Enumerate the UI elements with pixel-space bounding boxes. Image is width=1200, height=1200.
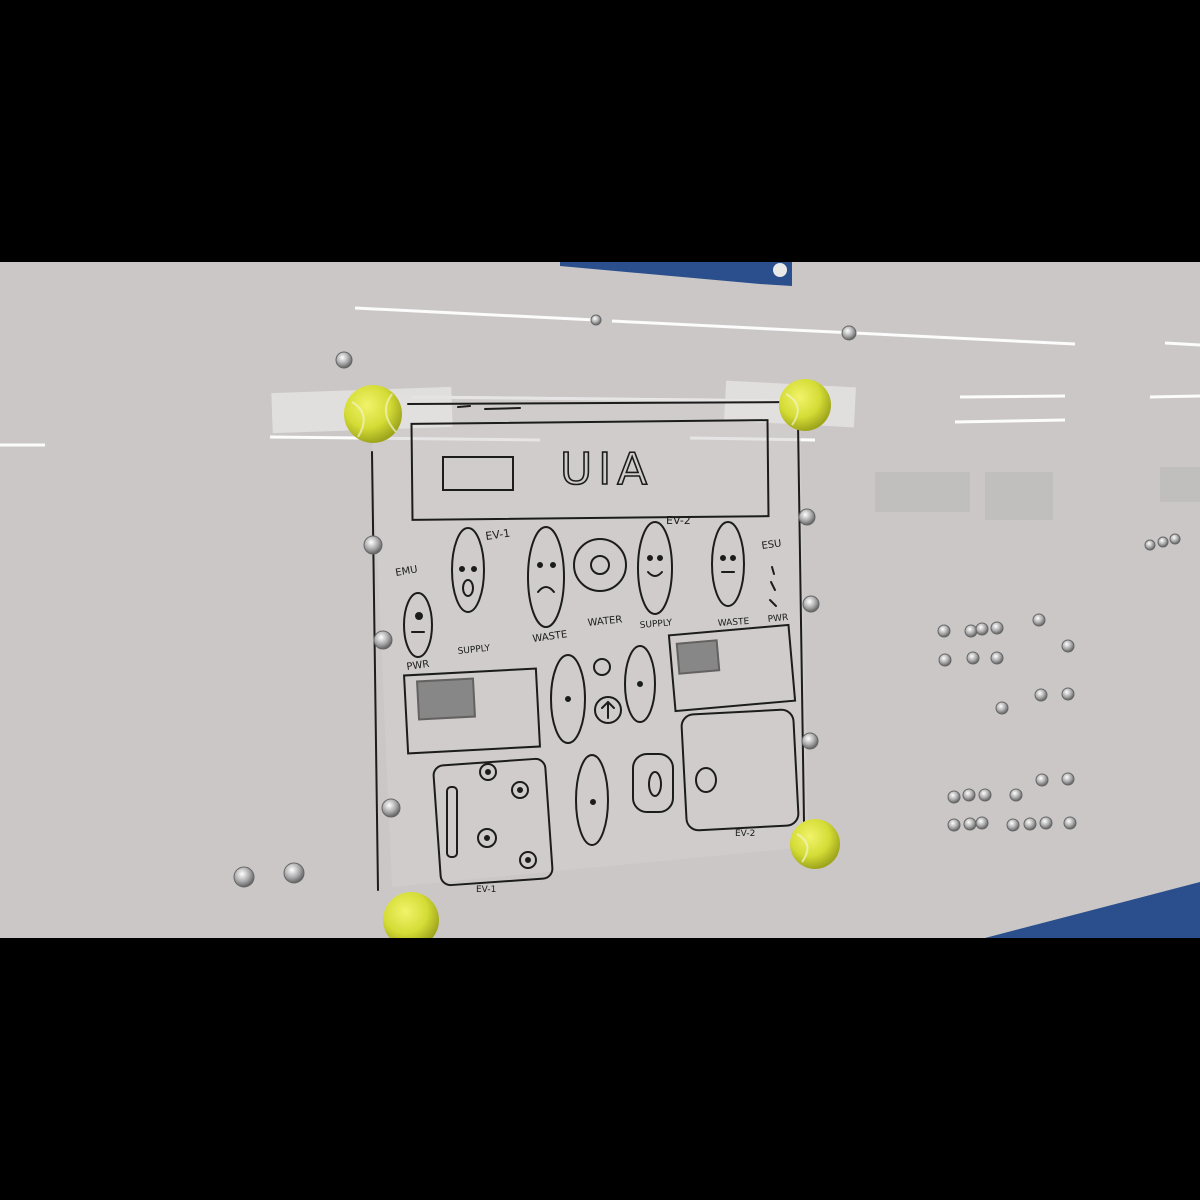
ev2-bottom-label: EV-2 bbox=[735, 829, 755, 839]
water-label: WATER bbox=[587, 614, 623, 629]
bottom-right-pod bbox=[632, 753, 674, 813]
ui-sketch bbox=[371, 401, 805, 891]
tennis-ball-icon bbox=[790, 819, 840, 869]
logo-placeholder bbox=[442, 456, 514, 491]
faint-ghosting bbox=[875, 467, 1200, 520]
blue-frame-bottom bbox=[985, 882, 1200, 938]
title-text: UIA bbox=[560, 444, 653, 495]
tennis-ball-icon bbox=[344, 385, 402, 443]
header-box bbox=[410, 419, 770, 521]
ev1-mid-pod bbox=[550, 654, 586, 744]
esu-label: ESU bbox=[761, 538, 782, 552]
ev2-label: EV-2 bbox=[666, 514, 691, 527]
emu-label: EMU bbox=[395, 564, 419, 579]
pwr-right-label: PWR bbox=[767, 613, 789, 625]
waste-right-label: WASTE bbox=[718, 617, 750, 629]
ev1-waste-pod bbox=[527, 526, 565, 628]
mid-indicator bbox=[593, 658, 611, 676]
tennis-ball-icon bbox=[383, 892, 439, 938]
frame-screw bbox=[773, 263, 787, 277]
ev2-waste-pod bbox=[711, 521, 745, 607]
mid-valve bbox=[594, 696, 622, 724]
ev2-supply-pod bbox=[637, 521, 673, 615]
tennis-balls bbox=[344, 379, 840, 938]
ev1-control-box bbox=[432, 757, 554, 887]
blue-frame-top bbox=[560, 262, 792, 286]
water-valve bbox=[573, 538, 627, 592]
bottom-mid-pod bbox=[575, 754, 609, 846]
ev2-screen bbox=[667, 623, 797, 713]
waste-left-label: WASTE bbox=[532, 629, 568, 645]
pwr-left-label: PWR bbox=[406, 659, 430, 673]
tennis-ball-icon bbox=[779, 379, 831, 431]
ev2-control-box bbox=[680, 708, 800, 832]
ev1-supply-pod bbox=[451, 527, 485, 613]
whiteboard-photo: UIA EV-1 EV-2 EMU ESU PWR SUPPLY WASTE W… bbox=[0, 262, 1200, 938]
magnets bbox=[233, 314, 857, 888]
ev1-label: EV-1 bbox=[485, 527, 511, 543]
ev1-screen bbox=[402, 667, 542, 755]
acetate-sheet bbox=[370, 395, 808, 887]
supply-right-label: SUPPLY bbox=[639, 618, 673, 631]
magnet-cluster bbox=[937, 533, 1181, 832]
ev2-mid-pod bbox=[624, 645, 656, 723]
ev1-bottom-label: EV-1 bbox=[476, 885, 496, 895]
supply-left-label: SUPPLY bbox=[457, 644, 491, 657]
emu-switch bbox=[403, 592, 433, 658]
